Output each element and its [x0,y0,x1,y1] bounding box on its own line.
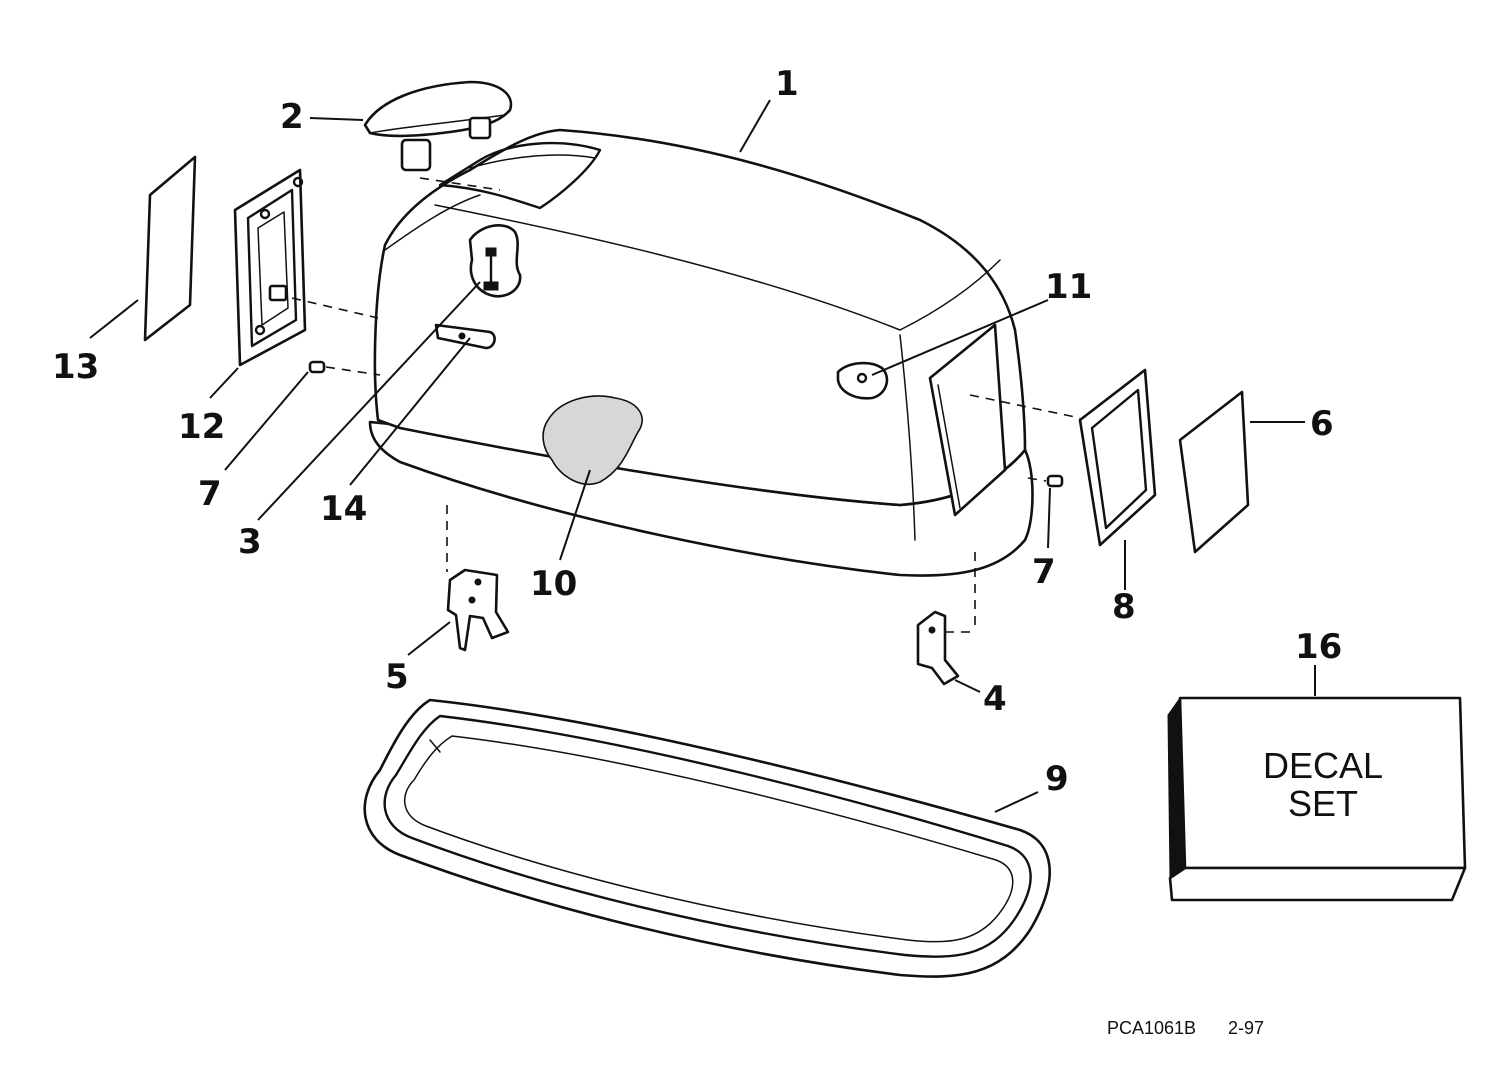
callout-11: 11 [1045,267,1092,307]
drawing-code-date: 2-97 [1228,1018,1264,1038]
callout-7a: 7 [198,474,222,514]
part-13-window [143,155,197,342]
callout-8: 8 [1112,587,1136,627]
callout-14: 14 [320,489,367,529]
part-5-bracket [446,505,510,652]
part-9-seal-ring [363,698,1051,978]
leader-lines [89,99,1316,813]
callout-7b: 7 [1032,552,1056,592]
callout-16: 16 [1295,627,1342,667]
part-7-screw-left [308,360,381,376]
callout-3: 3 [238,522,262,562]
part-8-window-frame [969,368,1157,547]
part-4-bracket [916,552,976,686]
callout-2: 2 [280,97,304,137]
decal-label-line2: SET [1288,783,1358,824]
part-6-window [1178,390,1250,554]
callout-9: 9 [1045,759,1069,799]
part-2-handle [363,80,513,191]
callout-6: 6 [1310,404,1334,444]
callout-13: 13 [52,347,99,387]
part-12-window-frame [233,168,379,367]
callout-4: 4 [983,679,1007,719]
part-16-decal-box [1167,696,1467,902]
part-1-motor-cover [368,128,1034,577]
callout-10: 10 [530,564,577,604]
decal-label-line1: DECAL [1263,745,1383,786]
callout-labels: 1 2 13 12 7 3 14 10 11 6 7 8 5 4 9 16 [52,64,1342,799]
callout-5: 5 [385,657,409,697]
part-7-screw-right [1027,474,1064,488]
callout-12: 12 [178,407,225,447]
drawing-code-id: PCA1061B [1107,1018,1196,1038]
callout-1: 1 [775,64,799,104]
